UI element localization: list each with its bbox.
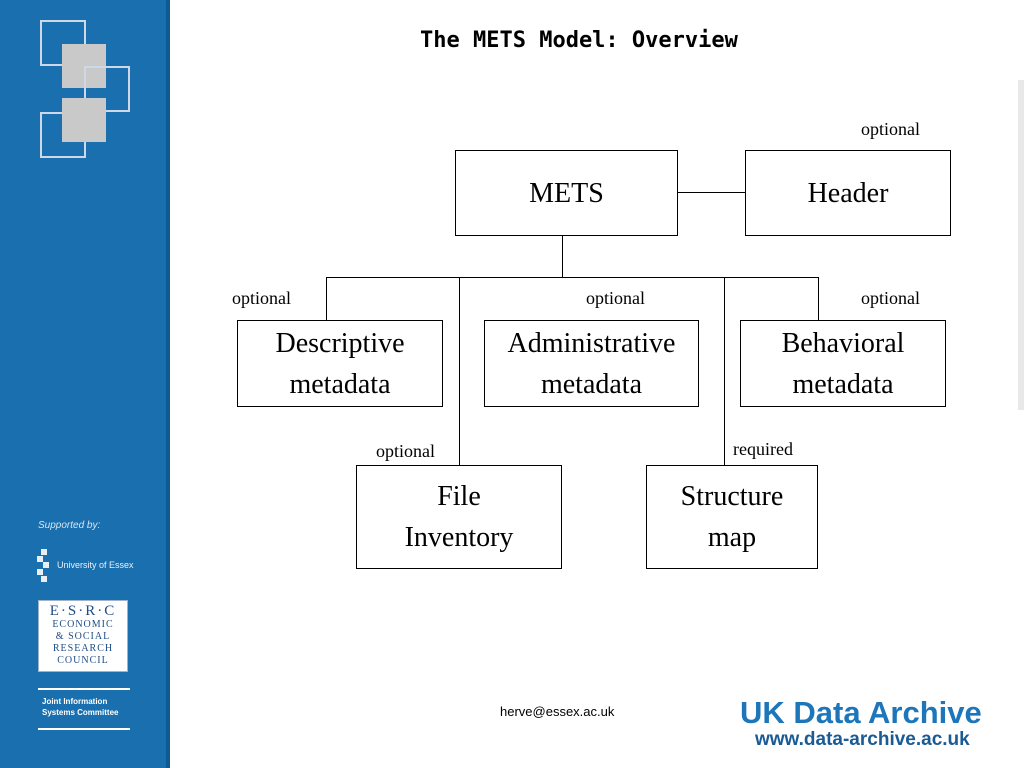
logo-square-filled-2 xyxy=(62,98,106,142)
essex-logo-text: University of Essex xyxy=(57,560,134,570)
uk-data-archive-url: www.data-archive.ac.uk xyxy=(755,729,970,750)
connector-file-inventory xyxy=(459,277,460,466)
connector-behavioral xyxy=(818,277,819,321)
structure-map-required-label: required xyxy=(733,439,793,459)
university-of-essex-logo: University of Essex xyxy=(37,549,137,583)
header-box: Header xyxy=(745,150,951,236)
slide-title: The METS Model: Overview xyxy=(420,28,738,53)
header-optional-label: optional xyxy=(861,119,920,139)
connector-mets-header xyxy=(678,192,745,193)
mets-label: METS xyxy=(529,177,604,209)
administrative-optional-label: optional xyxy=(586,288,645,308)
descriptive-optional-label: optional xyxy=(232,288,291,308)
mets-box: METS xyxy=(455,150,678,236)
sidebar: Supported by: University of Essex E·S·R·… xyxy=(0,0,170,768)
contact-email: herve@essex.ac.uk xyxy=(500,704,615,719)
connector-descriptive xyxy=(326,277,327,321)
uk-data-archive-name: UK Data Archive xyxy=(740,695,982,730)
sidebar-edge xyxy=(166,0,170,768)
connector-mets-down xyxy=(562,235,563,278)
connector-horizontal-bus xyxy=(326,277,819,278)
right-edge-strip xyxy=(1018,80,1024,410)
file-inventory-optional-label: optional xyxy=(376,441,435,461)
logo-square-outline-2 xyxy=(84,66,130,112)
uk-data-archive-logo: UK Data Archive www.data-archive.ac.uk xyxy=(740,696,982,750)
supported-by-label: Supported by: xyxy=(38,520,101,531)
essex-dots-icon xyxy=(37,549,51,583)
header-label: Header xyxy=(807,177,889,209)
esrc-logo: E·S·R·C ECONOMIC & SOCIAL RESEARCH COUNC… xyxy=(38,600,128,672)
behavioral-optional-label: optional xyxy=(861,288,920,308)
connector-structure-map xyxy=(724,277,725,466)
